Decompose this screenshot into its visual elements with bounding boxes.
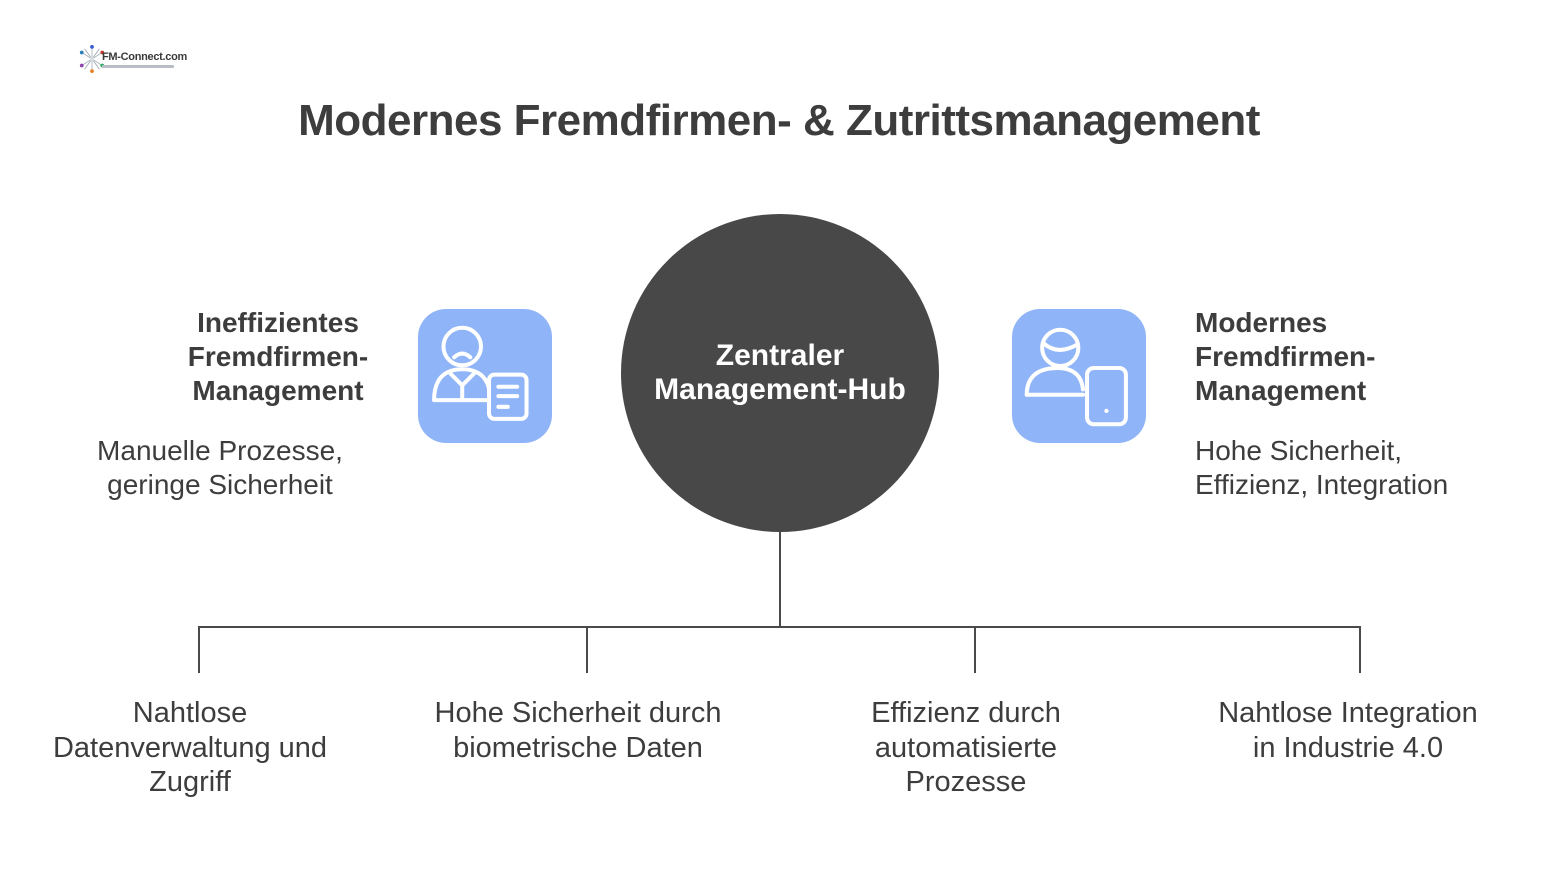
page-title: Modernes Fremdfirmen- & Zutrittsmanageme… xyxy=(298,96,1260,145)
hub-label: Zentraler Management-Hub xyxy=(654,339,906,407)
branch-label-line: Nahtlose xyxy=(132,697,248,729)
left-panel-subtext: Manuelle Prozesse, geringe Sicherheit xyxy=(40,434,400,502)
right-heading-line: Modernes xyxy=(1195,307,1328,338)
branch-drop-line xyxy=(586,626,588,673)
hub-label-line1: Zentraler xyxy=(715,339,845,372)
left-heading-line: Management xyxy=(192,375,364,406)
branch-label-industry-integration: Nahtlose Integration in Industrie 4.0 xyxy=(1168,696,1528,765)
left-subtext-line: geringe Sicherheit xyxy=(107,469,333,500)
hub-connector-line xyxy=(779,532,781,627)
hub-label-line2: Management-Hub xyxy=(654,373,906,406)
branch-drop-line xyxy=(974,626,976,673)
branch-label-data-management: Nahtlose Datenverwaltung und Zugriff xyxy=(10,696,370,800)
logo-text: FM-Connect.com xyxy=(102,50,188,63)
branch-label-line: biometrische Daten xyxy=(453,731,703,764)
left-heading-line: Ineffizientes xyxy=(197,307,359,338)
branch-label-line: automatisierte xyxy=(874,731,1058,764)
logo-tagline xyxy=(102,64,174,68)
central-hub-circle: Zentraler Management-Hub xyxy=(621,214,939,532)
right-panel-heading: Modernes Fremdfirmen- Management xyxy=(1195,306,1558,408)
starburst-logo-icon xyxy=(79,45,105,73)
right-subtext-line: Hohe Sicherheit, xyxy=(1195,435,1403,466)
right-heading-line: Fremdfirmen- xyxy=(1195,341,1376,372)
branch-label-line: Nahtlose Integration xyxy=(1218,697,1478,729)
unhappy-person-document-icon xyxy=(418,309,552,443)
left-subtext-line: Manuelle Prozesse, xyxy=(97,435,343,466)
branch-drop-line xyxy=(198,626,200,673)
right-subtext-line: Effizienz, Integration xyxy=(1195,469,1449,500)
fm-connect-logo: FM-Connect.com xyxy=(78,44,187,74)
branch-label-line: Prozesse xyxy=(905,766,1027,798)
left-heading-line: Fremdfirmen- xyxy=(187,341,369,372)
branch-label-line: in Industrie 4.0 xyxy=(1252,731,1444,764)
branch-drop-line xyxy=(1359,626,1361,673)
branch-horizontal-line xyxy=(198,626,1361,628)
left-panel-heading: Ineffizientes Fremdfirmen- Management xyxy=(98,306,458,408)
branch-label-line: Effizienz durch xyxy=(871,697,1061,729)
branch-label-line: Zugriff xyxy=(149,766,231,798)
branch-label-automated-processes: Effizienz durch automatisierte Prozesse xyxy=(786,696,1146,800)
branch-label-line: Hohe Sicherheit durch xyxy=(434,697,722,729)
branch-label-biometric-security: Hohe Sicherheit durch biometrische Daten xyxy=(398,696,758,765)
person-tablet-icon xyxy=(1012,309,1146,443)
right-panel-subtext: Hohe Sicherheit, Effizienz, Integration xyxy=(1195,434,1558,502)
right-heading-line: Management xyxy=(1195,375,1367,406)
branch-label-line: Datenverwaltung und xyxy=(52,731,328,764)
